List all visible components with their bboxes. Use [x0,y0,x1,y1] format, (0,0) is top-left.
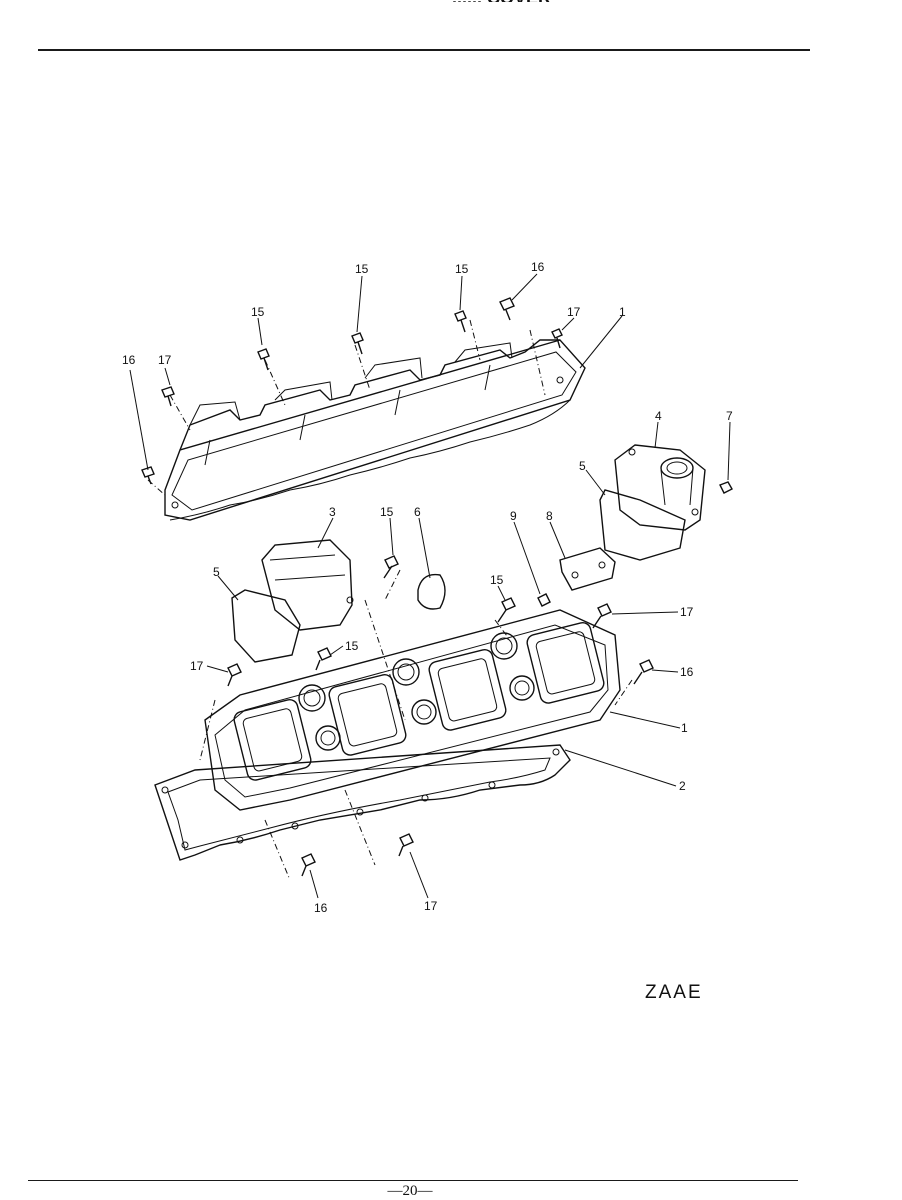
callout-4: 4 [655,409,662,423]
small-cover [231,539,354,663]
callout-labels: 15 15 16 15 17 1 16 17 4 7 5 3 15 6 9 8 … [122,260,733,915]
callout-5: 5 [579,459,586,473]
callout-15: 15 [251,305,265,319]
callout-17: 17 [424,899,438,913]
page-number: —20— [387,1183,433,1199]
callout-17: 17 [158,353,172,367]
oil-filler-cover [599,444,733,561]
callout-15: 15 [455,262,469,276]
callout-6: 6 [414,505,421,519]
top-rule [38,49,810,51]
callout-15: 15 [345,639,359,653]
callout-15: 15 [380,505,394,519]
bottom-rule [28,1180,798,1181]
callout-17: 17 [567,305,581,319]
callout-16: 16 [680,665,694,679]
header-title-fragment: ...... COVER [452,0,612,2]
callout-3: 3 [329,505,336,519]
callout-5: 5 [213,565,220,579]
cap-6 [417,573,446,610]
callout-16: 16 [531,260,545,274]
callout-16: 16 [314,901,328,915]
upper-rocker-cover [147,319,586,521]
callout-17: 17 [190,659,204,673]
callout-7: 7 [726,409,733,423]
callout-2: 2 [679,779,686,793]
callout-17: 17 [680,605,694,619]
leader-lines [129,273,731,899]
callout-1: 1 [681,721,688,735]
callout-15: 15 [490,573,504,587]
callout-1: 1 [619,305,626,319]
bracket [559,547,616,591]
lower-cover-and-gasket [154,569,633,881]
callout-8: 8 [546,509,553,523]
bolt-9 [537,593,551,607]
callout-9: 9 [510,509,517,523]
callout-16: 16 [122,353,136,367]
callout-15: 15 [355,262,369,276]
upper-bolts [141,297,563,485]
figure-code: ZAAE [645,982,703,1003]
lower-bolts [227,555,654,877]
